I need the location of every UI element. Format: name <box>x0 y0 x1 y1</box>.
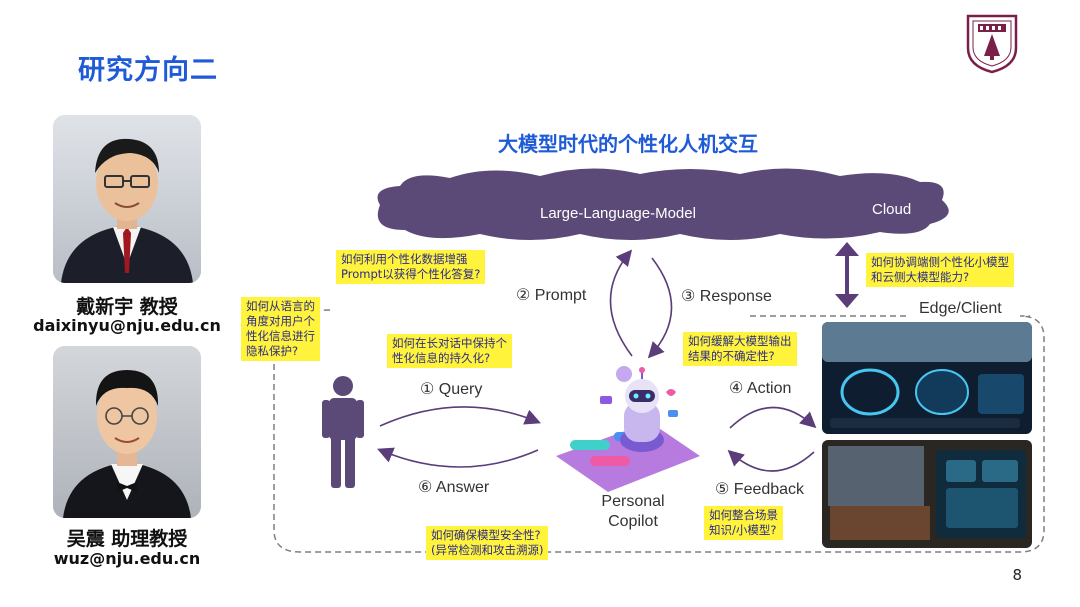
note-text: 如何确保模型安全性? <box>431 528 541 542</box>
portrait-photo-1 <box>53 115 201 283</box>
person-2-name: 吴震 助理教授 <box>66 528 188 550</box>
person-1-email: daixinyu@nju.edu.cn <box>33 316 221 335</box>
note-scene-knowledge: 如何整合场景 知识/小模型? <box>704 506 783 540</box>
note-text: 如何从语言的 <box>246 299 315 313</box>
cloud-label: Cloud <box>872 201 911 218</box>
answer-label: ⑥ Answer <box>418 479 490 496</box>
prompt-arrow <box>609 249 633 357</box>
smart-home-image <box>822 440 1032 548</box>
note-text: 知识/小模型? <box>709 523 777 537</box>
prompt-label: ② Prompt <box>516 287 587 304</box>
note-personalized-prompt: 如何利用个性化数据增强 Prompt以获得个性化答复? <box>336 250 486 284</box>
action-label: ④ Action <box>729 380 792 397</box>
note-privacy: 如何从语言的 角度对用户个 性化信息进行 隐私保护? <box>241 297 320 361</box>
note-text: (异常检测和攻击溯源) <box>431 543 544 557</box>
interaction-diagram: Large-Language-Model Cloud <box>273 168 1045 553</box>
note-model-safety: 如何确保模型安全性? (异常检测和攻击溯源) <box>426 526 549 560</box>
note-text: 隐私保护? <box>246 344 299 358</box>
page-number: 8 <box>1012 566 1022 584</box>
page-title: 研究方向二 <box>78 55 218 86</box>
edge-client-label: Edge/Client <box>919 300 1002 317</box>
copilot-label-line-1: Personal <box>601 493 665 510</box>
note-text: Prompt以获得个性化答复? <box>341 267 481 281</box>
answer-arrow <box>377 447 539 468</box>
note-text: 性化信息进行 <box>246 329 315 343</box>
note-uncertainty: 如何缓解大模型输出 结果的不确定性? <box>683 332 797 366</box>
user-icon <box>322 376 364 488</box>
edge-client-boundary <box>273 309 1045 553</box>
action-arrow <box>729 406 817 429</box>
note-text: 如何协调端侧个性化小模型 <box>871 255 1009 269</box>
copilot-robot-icon <box>556 366 700 492</box>
query-arrow <box>379 406 541 427</box>
personal-copilot-label: Personal Copilot <box>598 492 668 532</box>
query-label: ① Query <box>420 381 483 398</box>
note-text: 如何缓解大模型输出 <box>688 334 792 348</box>
diagram-title: 大模型时代的个性化人机交互 <box>498 132 758 156</box>
car-dashboard-image <box>822 322 1032 434</box>
university-logo <box>966 14 1018 74</box>
note-text: 如何在长对话中保持个 <box>392 336 507 350</box>
feedback-label: ⑤ Feedback <box>715 481 805 498</box>
note-cloud-edge-coordination: 如何协调端侧个性化小模型 和云侧大模型能力? <box>866 253 1014 287</box>
note-text: 角度对用户个 <box>246 314 315 328</box>
feedback-arrow <box>727 449 815 472</box>
note-text: 如何整合场景 <box>709 508 778 522</box>
cloud-shape <box>377 168 949 240</box>
note-text: 性化信息的持久化? <box>392 351 491 365</box>
copilot-label-line-2: Copilot <box>608 513 658 530</box>
person-1-name: 戴新宇 教授 <box>76 296 178 318</box>
person-2-email: wuz@nju.edu.cn <box>53 549 201 568</box>
note-text: 如何利用个性化数据增强 <box>341 252 468 266</box>
note-text: 结果的不确定性? <box>688 349 775 363</box>
portrait-photo-2 <box>53 346 201 518</box>
cloud-llm-label: Large-Language-Model <box>540 205 696 222</box>
note-text: 和云侧大模型能力? <box>871 270 970 284</box>
response-label: ③ Response <box>681 288 772 305</box>
response-arrow <box>647 257 673 359</box>
note-long-dialog: 如何在长对话中保持个 性化信息的持久化? <box>387 334 512 368</box>
